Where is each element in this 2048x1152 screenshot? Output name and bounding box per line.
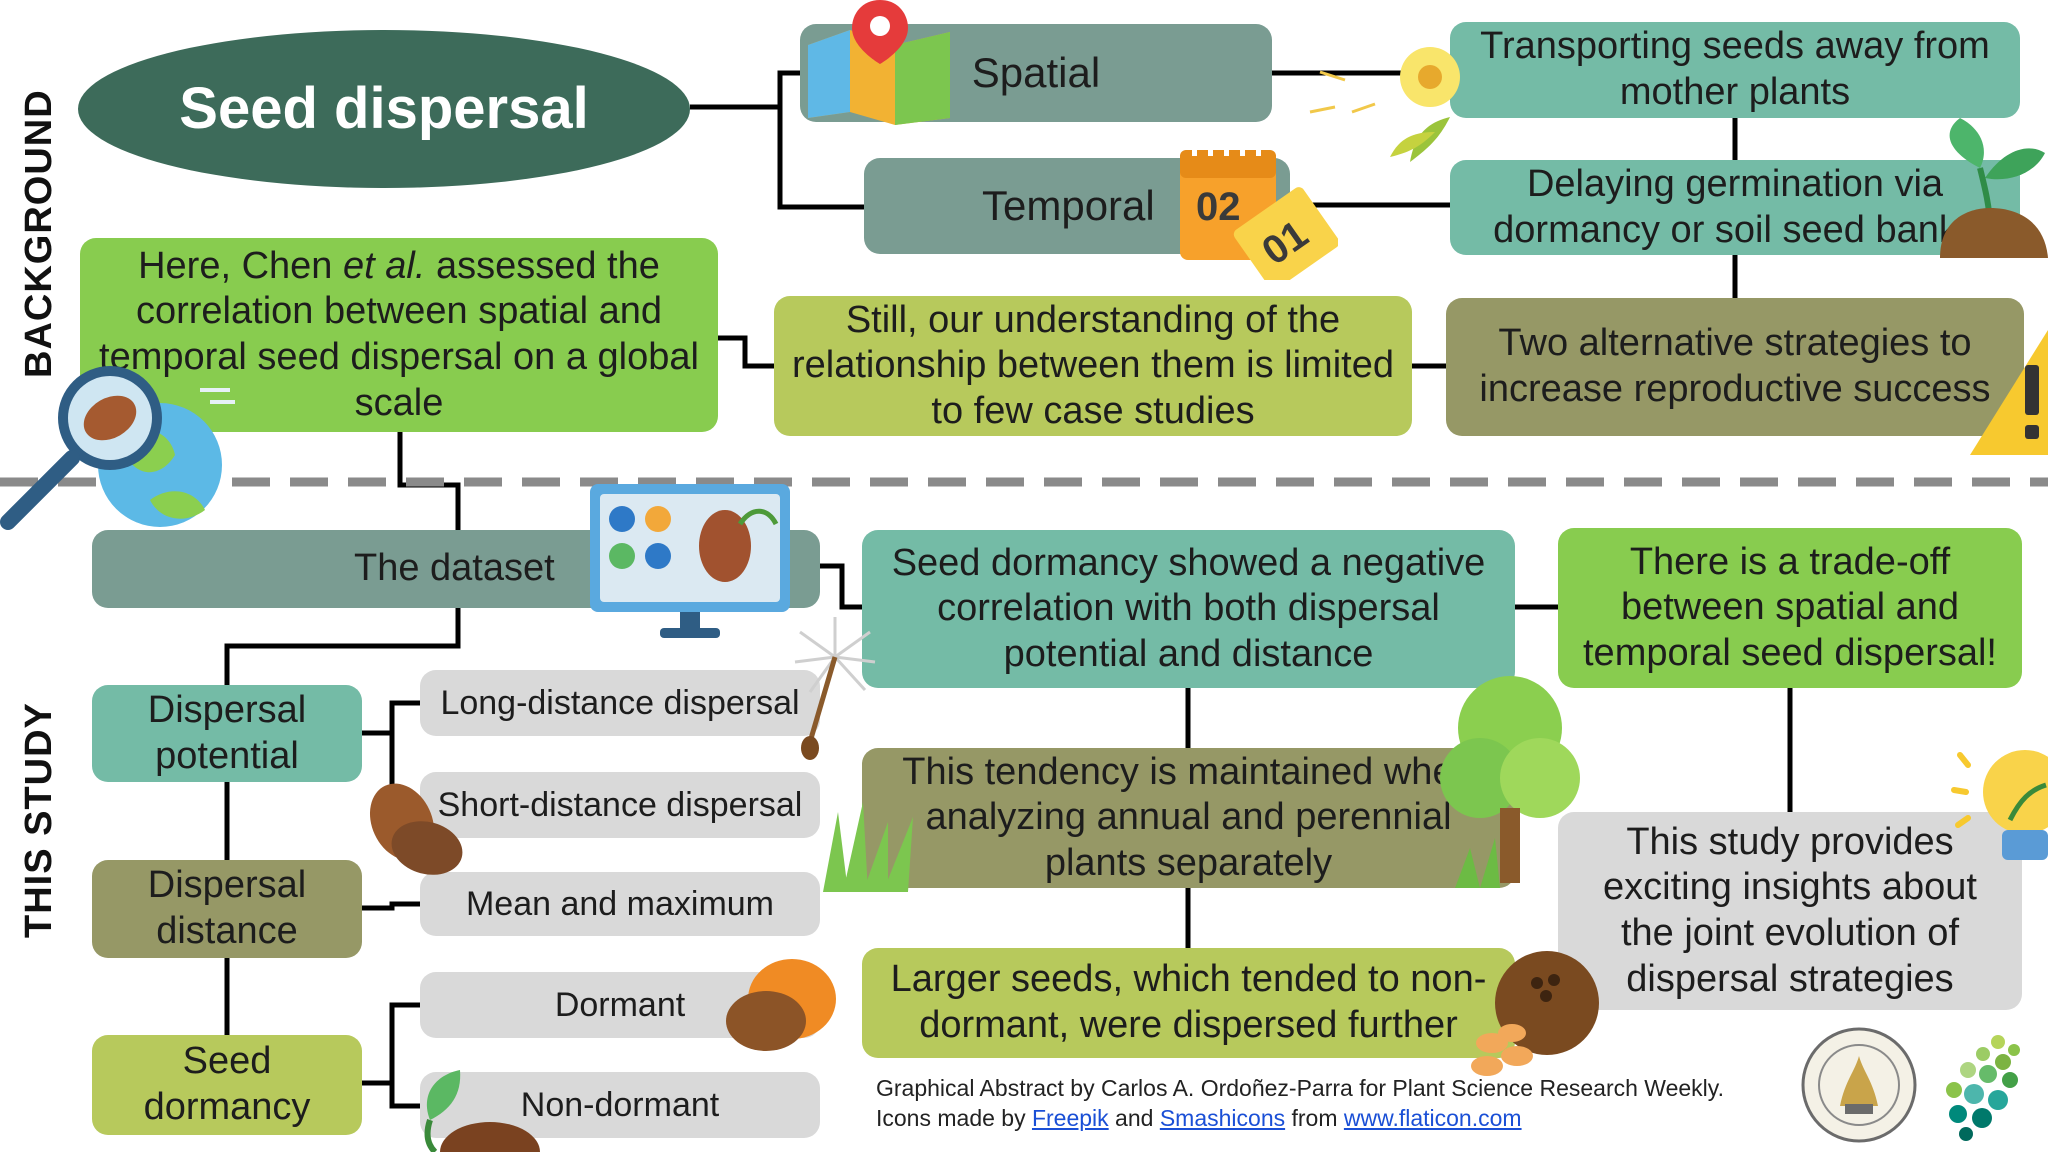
dormant-seed-icon (726, 959, 836, 1051)
larger-seeds-text: Larger seeds, which tended to non-dorman… (890, 958, 1487, 1046)
magnifier-globe-icon (0, 366, 235, 530)
dataset-label: The dataset (354, 547, 555, 590)
mean-max-box: Mean and maximum (420, 872, 820, 936)
tendency-text: This tendency is maintained when analyzi… (902, 750, 1475, 884)
seedling-pot-icon (1940, 118, 2048, 258)
negative-corr-box: Seed dormancy showed a negative correlat… (862, 530, 1515, 688)
short-distance-label: Short-distance dispersal (437, 785, 803, 824)
insights-text: This study provides exciting insights ab… (1603, 820, 1977, 1000)
mean-max-label: Mean and maximum (465, 884, 774, 923)
map-pin-icon (808, 0, 950, 125)
dormant-label: Dormant (554, 985, 686, 1024)
dispersal-potential-box: Dispersal potential (92, 685, 362, 782)
calendar-text-02: 02 (1196, 185, 1241, 229)
non-dormant-label: Non-dormant (520, 1085, 720, 1124)
seed-dormancy-box: Seed dormancy (92, 1035, 362, 1135)
still-text: Still, our understanding of the relation… (792, 298, 1394, 432)
dispersal-distance-box: Dispersal distance (92, 860, 362, 958)
almond-seeds-icon (369, 783, 463, 875)
grass-icon (823, 802, 913, 892)
freepik-link[interactable]: Freepik (1031, 1104, 1109, 1131)
footer-line-2: Icons made by Freepik and Smashicons fro… (876, 1104, 1522, 1131)
temporal-label: Temporal (982, 181, 1155, 229)
long-distance-box: Long-distance dispersal (420, 670, 820, 736)
tendency-box: This tendency is maintained when analyzi… (862, 748, 1515, 888)
sprouting-seed-icon (424, 1070, 540, 1152)
transporting-text: Transporting seeds away from mother plan… (1480, 25, 1990, 113)
larger-seeds-box: Larger seeds, which tended to non-dorman… (862, 948, 1515, 1058)
delaying-box: Delaying germination via dormancy or soi… (1450, 160, 2020, 255)
dandelion-icon (1309, 47, 1460, 162)
dispersal-potential-label: Dispersal potential (147, 688, 307, 777)
lightbulb-icon (1951, 750, 2048, 860)
non-dormant-box: Non-dormant (420, 1072, 820, 1138)
footer-credits: Graphical Abstract by Carlos A. Ordoñez-… (876, 1074, 1724, 1134)
two-strategies-box: Two alternative strategies to increase r… (1446, 298, 2024, 436)
two-strategies-text: Two alternative strategies to increase r… (1479, 322, 1991, 410)
dandelion-seed-icon (794, 617, 876, 760)
here-box: Here, Chen et al. assessed the correlati… (80, 238, 718, 432)
long-distance-label: Long-distance dispersal (440, 683, 800, 722)
still-box: Still, our understanding of the relation… (774, 296, 1412, 436)
here-text: Here, Chen et al. assessed the correlati… (99, 244, 699, 424)
warning-icon (1970, 330, 2048, 455)
short-distance-box: Short-distance dispersal (420, 772, 820, 838)
negative-corr-text: Seed dormancy showed a negative correlat… (891, 541, 1486, 675)
transporting-box: Transporting seeds away from mother plan… (1450, 22, 2020, 118)
tree-icon (1440, 676, 1580, 888)
tradeoff-text: There is a trade-off between spatial and… (1583, 540, 1997, 674)
insights-box: This study provides exciting insights ab… (1558, 812, 2022, 1010)
section-label-background: BACKGROUND (18, 89, 60, 378)
section-label-this-study: THIS STUDY (18, 702, 60, 938)
tradeoff-box: There is a trade-off between spatial and… (1558, 528, 2022, 688)
title-ellipse: Seed dispersal (78, 30, 690, 188)
footer-line-1: Graphical Abstract by Carlos A. Ordoñez-… (876, 1075, 1724, 1101)
spatial-label: Spatial (971, 48, 1101, 96)
flaticon-link[interactable]: www.flaticon.com (1343, 1104, 1522, 1131)
society-seal-logo (1801, 1027, 1917, 1143)
monitor-data-icon (590, 484, 790, 638)
coconut-icon (1471, 951, 1599, 1076)
dots-logo (1946, 1035, 2020, 1141)
smashicons-link[interactable]: Smashicons (1159, 1104, 1286, 1131)
delaying-text: Delaying germination via dormancy or soi… (1493, 162, 1977, 251)
calendar-icon: 02 01 (1180, 142, 1338, 280)
title-text: Seed dispersal (179, 76, 589, 142)
dispersal-distance-label: Dispersal distance (147, 864, 307, 952)
seed-dormancy-label: Seed dormancy (143, 1040, 311, 1128)
